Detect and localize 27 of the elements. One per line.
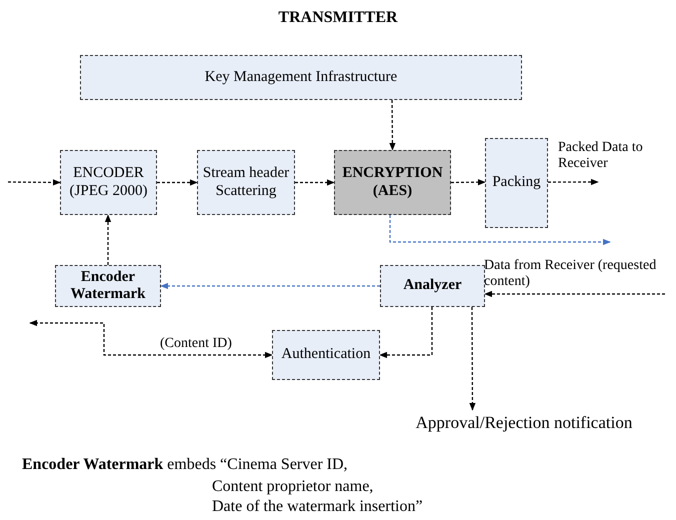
note-text: Date of the watermark insertion” xyxy=(212,498,423,516)
process-box: Authentication xyxy=(272,330,380,380)
note-text: Encoder Watermark embeds “Cinema Server ID, xyxy=(22,456,348,474)
edge-label: (Content ID) xyxy=(160,336,232,352)
note-text: Content proprietor name, xyxy=(212,478,374,496)
process-box: Stream header Scattering xyxy=(197,150,295,215)
notification-text: Approval/Rejection notification xyxy=(408,410,640,436)
arrow xyxy=(389,215,611,246)
arrow xyxy=(451,178,486,186)
process-box: Key Management Infrastructure xyxy=(80,55,522,100)
arrow xyxy=(548,178,599,186)
process-box: ENCODER (JPEG 2000) xyxy=(60,150,157,215)
arrow xyxy=(389,100,396,151)
arrow xyxy=(160,282,380,290)
process-box: Packing xyxy=(485,138,548,228)
process-box: Encoder Watermark xyxy=(55,265,161,307)
process-box: ENCRYPTION (AES) xyxy=(334,150,451,215)
arrow xyxy=(8,179,61,186)
arrow xyxy=(29,320,273,358)
arrow xyxy=(484,290,665,298)
arrow xyxy=(379,307,433,358)
title: TRANSMITTER xyxy=(277,9,399,28)
arrow xyxy=(104,214,112,265)
arrow xyxy=(157,179,198,186)
process-box: Analyzer xyxy=(380,265,485,307)
arrow xyxy=(469,307,476,411)
arrow xyxy=(295,179,335,186)
